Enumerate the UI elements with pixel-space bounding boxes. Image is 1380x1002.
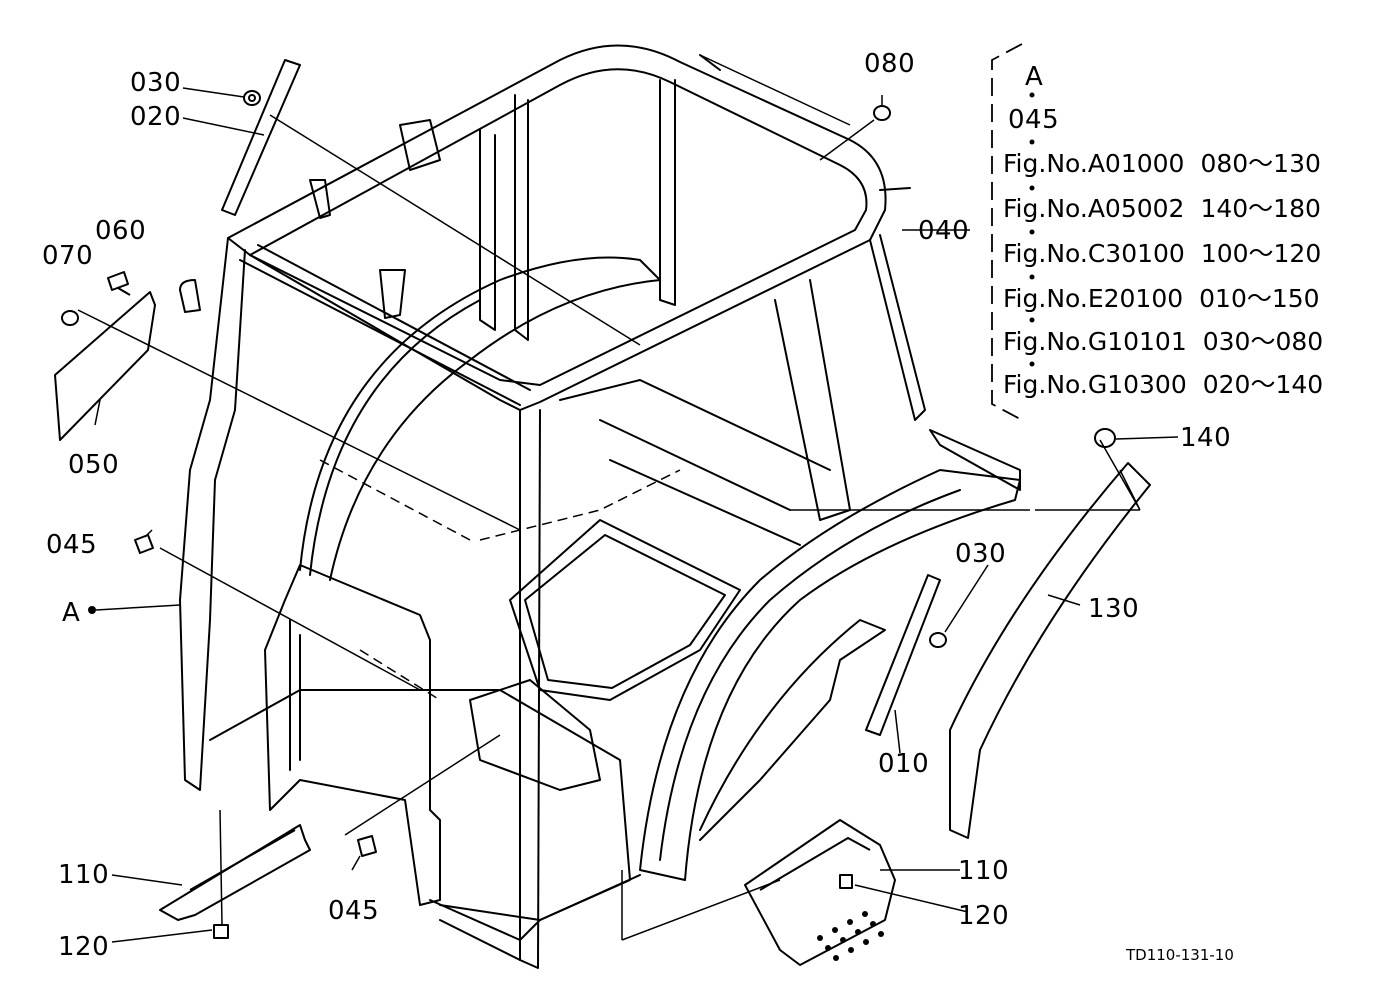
callout-030: 030 — [130, 68, 182, 98]
callout-080: 080 — [864, 49, 916, 79]
center-pillar — [519, 409, 541, 969]
callout-070: 070 — [42, 241, 94, 271]
callout-030: 030 — [955, 539, 1007, 569]
part-080-plug — [873, 105, 891, 121]
part-120-bolt-left — [213, 924, 229, 939]
part-130-strip — [949, 462, 1151, 839]
reference-range: 020～140 — [1202, 370, 1324, 399]
reference-header-letter: A — [1025, 62, 1044, 92]
reference-range: 010～150 — [1199, 284, 1320, 313]
part-070-grommet — [61, 310, 79, 326]
left-front-pillar — [179, 237, 246, 791]
part-110-step-left — [159, 824, 311, 921]
reference-row: Fig.No.G10300 020～140 — [1003, 372, 1323, 397]
reference-range: 080～130 — [1200, 149, 1321, 178]
cab-floor — [209, 689, 631, 921]
part-045-spacer-left — [134, 534, 154, 554]
left-rear-pillar — [479, 129, 496, 331]
reference-range: 140～180 — [1200, 194, 1321, 223]
callout-120: 120 — [958, 901, 1010, 931]
part-030-grommet-right — [929, 632, 947, 648]
reference-fig: Fig.No.E20100 — [1003, 284, 1184, 313]
callout-110: 110 — [58, 860, 110, 890]
part-045-spacer-bottom — [357, 835, 377, 857]
callout-120: 120 — [58, 932, 110, 962]
drawing-code: TD110-131-10 — [1126, 946, 1234, 964]
callout-045: 045 — [46, 530, 98, 560]
roof-cross-beam — [239, 244, 531, 406]
part-030-grommet-top — [243, 90, 261, 106]
roof-frame — [227, 44, 887, 411]
part-110-step-right — [744, 819, 896, 966]
callout-110: 110 — [958, 856, 1010, 886]
reference-row: Fig.No.C30100 100～120 — [1003, 241, 1321, 266]
part-010-strip — [865, 574, 941, 736]
right-fender — [639, 469, 1021, 881]
reference-range: 030～080 — [1202, 327, 1324, 356]
reference-row: Fig.No.E20100 010～150 — [1003, 286, 1320, 311]
reference-a-dot — [88, 606, 96, 614]
part-060-bolt — [107, 271, 131, 296]
reference-row: Fig.No.A01000 080～130 — [1003, 151, 1321, 176]
floor-opening — [509, 519, 741, 701]
callout-050: 050 — [68, 450, 120, 480]
reference-fig: Fig.No.A05002 — [1003, 194, 1185, 223]
seat-base — [469, 679, 601, 791]
reference-fig: Fig.No.A01000 — [1003, 149, 1185, 178]
roof-frame-inner — [249, 68, 868, 386]
part-050-plate — [54, 291, 156, 441]
callout-040: 040 — [918, 216, 970, 246]
left-door-panel — [264, 564, 441, 906]
right-side-rail — [869, 234, 926, 421]
callout-020: 020 — [130, 102, 182, 132]
reference-row: Fig.No.G10101 030～080 — [1003, 329, 1323, 354]
callout-045: 045 — [328, 896, 380, 926]
callout-130: 130 — [1088, 594, 1140, 624]
reference-range: 100～120 — [1200, 239, 1322, 268]
fender-arch — [299, 256, 661, 581]
part-020-strip — [221, 59, 301, 216]
part-120-bolt-right — [839, 874, 853, 889]
reference-bracket — [991, 43, 1023, 421]
reference-fig: Fig.No.G10101 — [1003, 327, 1187, 356]
part-140-grommet — [1094, 428, 1116, 448]
reference-row: Fig.No.A05002 140～180 — [1003, 196, 1321, 221]
callout-a: A — [62, 598, 81, 628]
right-rear-pillar — [659, 79, 676, 306]
callout-140: 140 — [1180, 423, 1232, 453]
reference-header-part: 045 — [1008, 105, 1060, 135]
right-front-pillar — [774, 279, 851, 521]
callout-060: 060 — [95, 216, 147, 246]
callout-010: 010 — [878, 749, 930, 779]
reference-fig: Fig.No.C30100 — [1003, 239, 1185, 268]
reference-fig: Fig.No.G10300 — [1003, 370, 1187, 399]
